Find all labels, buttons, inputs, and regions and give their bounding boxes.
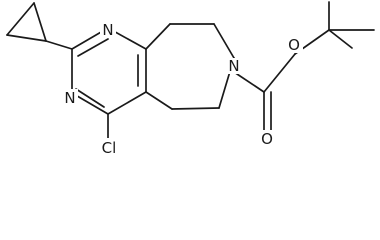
bond bbox=[45, 40, 73, 50]
bond bbox=[171, 107, 220, 110]
atom-n7-label: N bbox=[228, 57, 239, 75]
pyrimidine-ring bbox=[45, 27, 147, 115]
atom-chlorine: Cl bbox=[97, 138, 121, 157]
cyclopropyl-group bbox=[6, 2, 47, 42]
atom-carbonyl-oxygen: O bbox=[259, 130, 276, 148]
chemical-structure-diagram: N N N Cl O O bbox=[6, 1, 375, 157]
azepine-ring bbox=[145, 23, 235, 110]
atom-n1: N bbox=[100, 21, 116, 39]
bond bbox=[75, 88, 105, 108]
bond bbox=[233, 71, 265, 93]
atom-ether-oxygen: O bbox=[286, 36, 303, 54]
bond bbox=[145, 91, 173, 110]
bond bbox=[213, 23, 235, 59]
bond bbox=[33, 2, 47, 42]
atom-n7: N bbox=[226, 57, 242, 75]
atom-carbonyl-oxygen-label: O bbox=[261, 130, 273, 148]
bond bbox=[107, 91, 147, 115]
atom-ether-oxygen-label: O bbox=[288, 36, 300, 54]
bond bbox=[145, 23, 171, 50]
bond bbox=[6, 34, 47, 42]
atom-chlorine-label: Cl bbox=[102, 139, 117, 157]
bond bbox=[328, 29, 353, 49]
bond bbox=[263, 53, 296, 93]
boc-group bbox=[233, 1, 375, 131]
atom-n3-label: N bbox=[64, 89, 75, 107]
atom-n1-label: N bbox=[102, 21, 113, 39]
atom-n3: N bbox=[62, 89, 78, 107]
bond bbox=[77, 38, 109, 57]
bond bbox=[6, 2, 35, 36]
